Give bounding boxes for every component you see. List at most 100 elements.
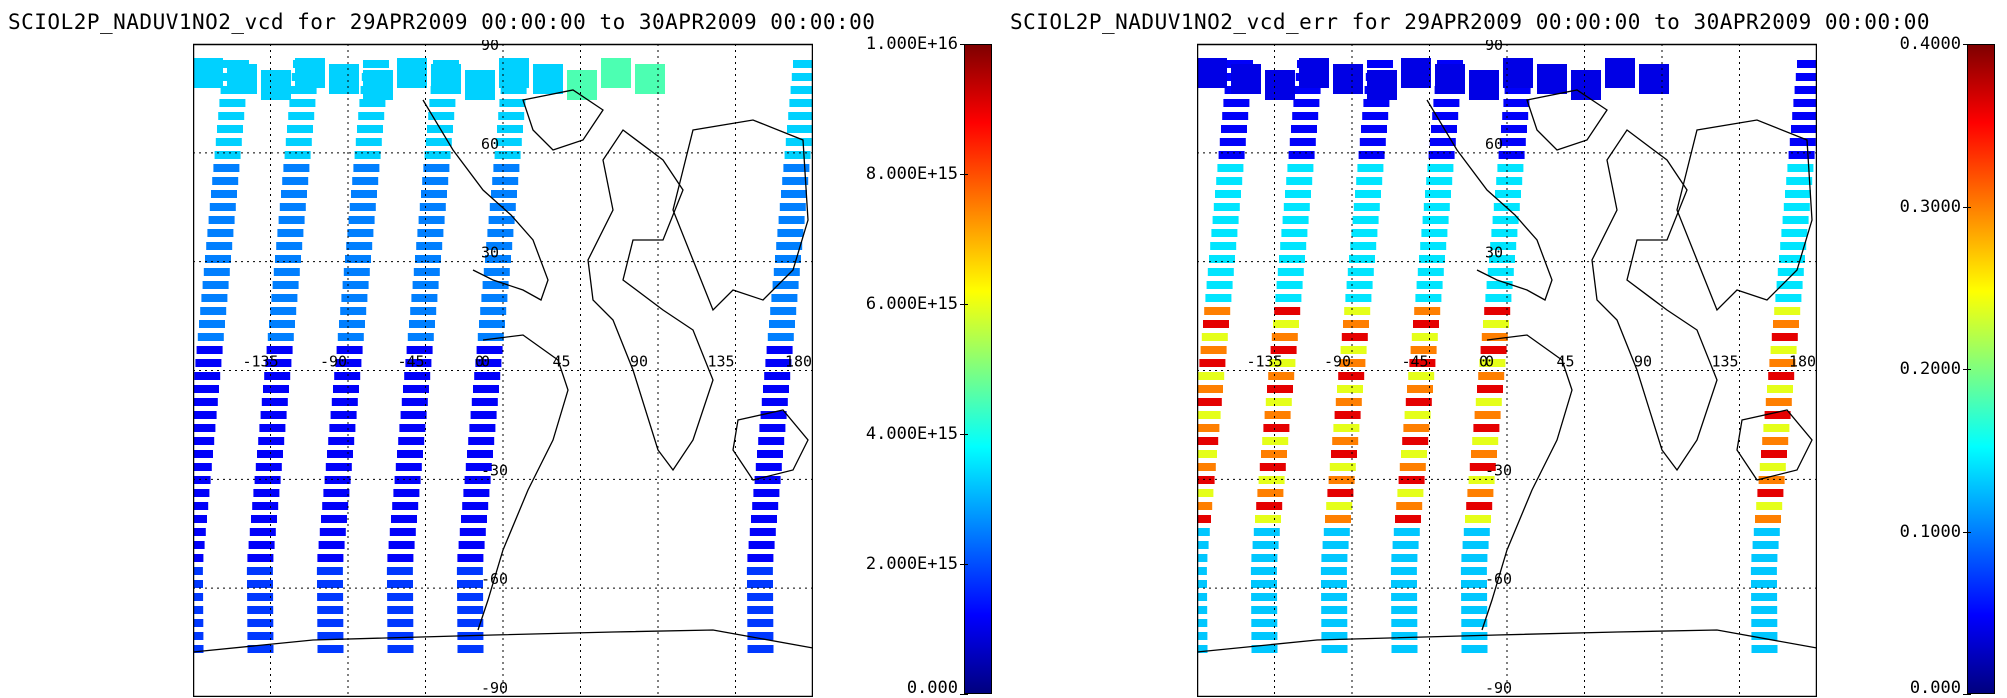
lat-label: 0 bbox=[481, 353, 490, 371]
swath-pixel bbox=[428, 112, 455, 120]
swath-pixel bbox=[269, 320, 295, 328]
swath-pixel bbox=[423, 164, 450, 172]
swath-pixel bbox=[202, 281, 229, 289]
swath-pixel bbox=[1499, 138, 1526, 146]
colorbar-tick-label: 1.000E+16 bbox=[865, 34, 958, 54]
swath-pixel bbox=[416, 242, 443, 250]
swath-pixel bbox=[475, 359, 502, 367]
asia-coastline bbox=[672, 119, 809, 312]
swath-pixel bbox=[247, 580, 273, 588]
swath-pixel bbox=[485, 255, 511, 263]
swath-pixel bbox=[1421, 229, 1448, 237]
swath-pixel bbox=[1321, 619, 1348, 627]
swath-pixel bbox=[357, 125, 383, 133]
swath-pixel bbox=[1501, 125, 1527, 133]
swath-pixel bbox=[1276, 281, 1303, 289]
swath-pixel bbox=[481, 294, 508, 302]
swath-pixel bbox=[317, 645, 344, 653]
colorbar-tick-mark bbox=[1963, 369, 1971, 370]
swath-pixel bbox=[215, 138, 242, 146]
swath-pixel bbox=[330, 411, 357, 419]
swath-pixel bbox=[1756, 502, 1783, 510]
swath-pixel bbox=[487, 229, 514, 237]
swath-pixel bbox=[464, 476, 491, 484]
swath-pixel bbox=[1285, 190, 1311, 198]
swath-pixel bbox=[219, 99, 246, 107]
swath-pixel bbox=[1197, 398, 1222, 406]
swath-pixel bbox=[354, 151, 381, 159]
swath-pixel bbox=[407, 333, 434, 341]
swath-pixel bbox=[1391, 619, 1418, 627]
swath-pixel bbox=[276, 242, 303, 250]
swath-pixel bbox=[1358, 151, 1385, 159]
swath-pixel bbox=[1252, 541, 1279, 549]
swath-pixel bbox=[1333, 424, 1360, 432]
swath-pixel bbox=[1757, 489, 1784, 497]
greenland-coastline bbox=[522, 89, 604, 151]
graticule bbox=[1197, 44, 1817, 697]
swath-pixel bbox=[1323, 528, 1350, 536]
lon-label: 135 bbox=[1712, 353, 1739, 371]
swath-pixel bbox=[1752, 541, 1779, 549]
swath-pixel bbox=[1409, 359, 1436, 367]
right-colorbar bbox=[1967, 44, 1995, 694]
swath-pixel bbox=[1571, 70, 1601, 100]
swath-pixel bbox=[1351, 229, 1378, 237]
swath-pixel bbox=[347, 229, 374, 237]
swath-pixel bbox=[411, 294, 438, 302]
swath-pixel bbox=[317, 580, 343, 588]
swath-pixel bbox=[193, 463, 212, 471]
swath-pixel bbox=[778, 216, 805, 224]
swath-pixel bbox=[217, 125, 243, 133]
swath-pixel bbox=[1469, 463, 1496, 471]
swath-pixel bbox=[1419, 255, 1445, 263]
swath-pixel bbox=[457, 580, 483, 588]
swath-pixel bbox=[1321, 645, 1348, 653]
swath-pixel bbox=[752, 502, 779, 510]
swath-pixel bbox=[1774, 307, 1801, 315]
swath-pixel bbox=[260, 411, 287, 419]
swath-pixel bbox=[193, 424, 216, 432]
swath-pixel bbox=[1361, 125, 1387, 133]
swath-pixel bbox=[209, 203, 236, 211]
swath-pixel bbox=[1396, 502, 1423, 510]
swath-pixel bbox=[1203, 320, 1229, 328]
swath-pixel bbox=[1481, 333, 1508, 341]
colorbar-tick-mark bbox=[960, 44, 968, 45]
swath-pixel bbox=[1338, 372, 1365, 380]
swath-pixel bbox=[1460, 567, 1487, 575]
swath-pixel bbox=[352, 177, 379, 185]
swath-pixel bbox=[203, 268, 230, 276]
south-america-coastline bbox=[477, 334, 569, 631]
swath-pixel bbox=[1197, 554, 1208, 562]
swath-pixel bbox=[457, 606, 484, 614]
swath-pixel bbox=[1402, 437, 1429, 445]
swath-pixel bbox=[499, 99, 526, 107]
swath-pixel bbox=[785, 138, 812, 146]
swath-pixel bbox=[247, 645, 274, 653]
swath-pixel bbox=[1769, 359, 1796, 367]
swath-pixel bbox=[199, 320, 225, 328]
swath-pixel bbox=[463, 489, 490, 497]
swath-pixel bbox=[1477, 385, 1503, 393]
swath-pixel bbox=[1392, 541, 1419, 549]
swath-pixel bbox=[193, 645, 204, 653]
swath-pixel bbox=[1468, 476, 1495, 484]
swath-pixel bbox=[783, 164, 810, 172]
swath-pixel bbox=[287, 125, 313, 133]
swath-pixel bbox=[195, 359, 222, 367]
swath-pixel bbox=[468, 437, 495, 445]
swath-pixel bbox=[483, 268, 510, 276]
colorbar-tick-label: 0.3000 bbox=[1899, 196, 1961, 217]
greenland-coastline bbox=[1526, 89, 1608, 151]
swath-pixel bbox=[264, 372, 291, 380]
swath-pixel bbox=[1391, 593, 1418, 601]
swath-pixel bbox=[343, 268, 370, 276]
antarctica-coastline bbox=[193, 629, 813, 653]
swath-pixel bbox=[1197, 437, 1219, 445]
swath-pixel bbox=[358, 112, 385, 120]
swath-pixel bbox=[465, 70, 495, 100]
swath-pixel bbox=[757, 450, 783, 458]
